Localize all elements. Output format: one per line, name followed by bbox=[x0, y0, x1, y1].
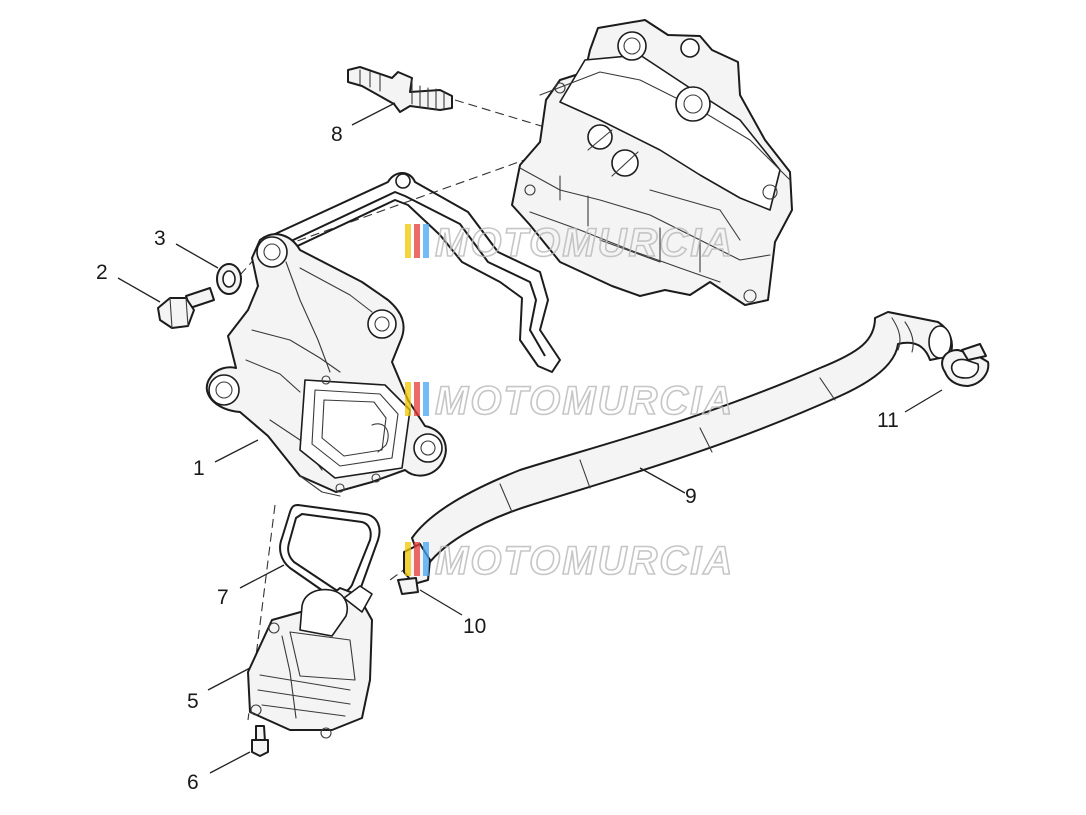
leader-lines bbox=[117, 102, 943, 774]
watermark-stripe-red bbox=[414, 382, 420, 416]
spark-plug bbox=[347, 66, 453, 113]
callout-numbers: 1 2 3 5 6 7 8 9 10 11 bbox=[96, 123, 899, 794]
breather-hose bbox=[411, 311, 953, 571]
watermark-stripe-red bbox=[414, 224, 420, 258]
watermark-stripe-red bbox=[414, 542, 420, 576]
callout-11: 11 bbox=[877, 409, 899, 432]
callout-6: 6 bbox=[187, 771, 199, 794]
callout-9: 9 bbox=[685, 485, 697, 508]
watermark-top: MOTOMURCIA bbox=[405, 220, 734, 266]
cover-gasket bbox=[261, 172, 561, 373]
callout-1: 1 bbox=[193, 457, 205, 480]
callout-2: 2 bbox=[96, 261, 108, 284]
callout-10: 10 bbox=[463, 615, 486, 638]
watermark-bottom: MOTOMURCIA bbox=[405, 538, 734, 584]
watermark-stripe-yellow bbox=[405, 542, 411, 576]
watermark-text: MOTOMURCIA bbox=[435, 539, 734, 583]
small-screw bbox=[251, 725, 269, 757]
breather-housing bbox=[247, 585, 373, 739]
cylinder-head bbox=[511, 19, 793, 306]
bolt bbox=[157, 287, 215, 329]
watermark-text: MOTOMURCIA bbox=[435, 221, 734, 265]
watermark-stripe-blue bbox=[423, 382, 429, 416]
callout-5: 5 bbox=[187, 690, 199, 713]
washer bbox=[216, 263, 242, 295]
watermark-text: MOTOMURCIA bbox=[435, 379, 734, 423]
watermark-stripe-yellow bbox=[405, 224, 411, 258]
hose-clamp-large bbox=[941, 343, 990, 387]
valve-cover bbox=[205, 233, 447, 497]
callout-3: 3 bbox=[154, 227, 166, 250]
watermark-stripe-blue bbox=[423, 224, 429, 258]
watermark-middle: MOTOMURCIA bbox=[405, 378, 734, 424]
callout-8: 8 bbox=[331, 123, 343, 146]
watermark-stripe-yellow bbox=[405, 382, 411, 416]
callout-7: 7 bbox=[217, 586, 229, 609]
watermark-stripe-blue bbox=[423, 542, 429, 576]
o-ring-seal bbox=[279, 504, 381, 603]
